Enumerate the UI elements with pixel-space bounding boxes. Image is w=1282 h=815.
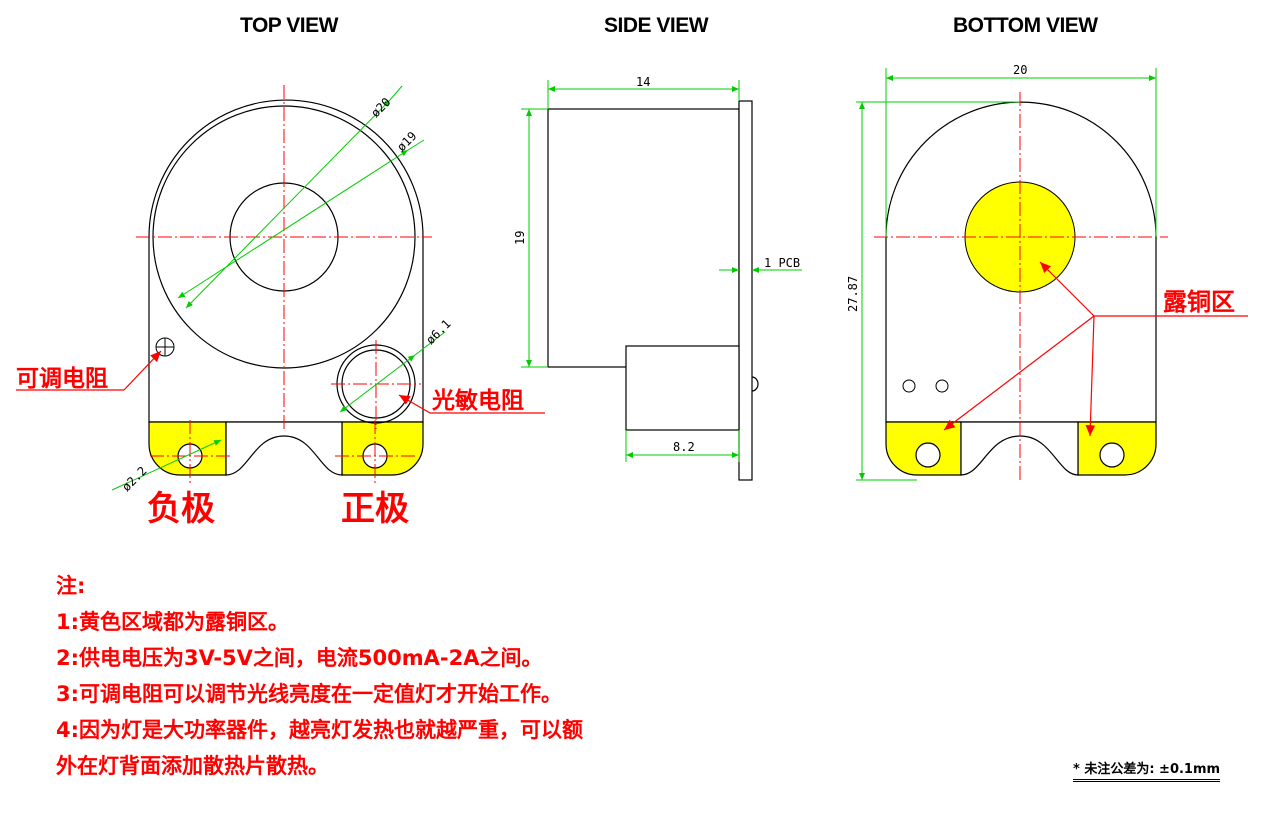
dim-w14: 14 [636, 75, 650, 89]
dim-d6-1: ø6.1 [423, 317, 453, 347]
photoresistor-label: 光敏电阻 [431, 387, 524, 414]
dim-w20: 20 [1013, 63, 1027, 77]
note-line-2: 2:供电电压为3V-5V之间，电流500mA-2A之间。 [56, 646, 543, 670]
side-pcb [738, 100, 753, 481]
side-photoresistor [625, 345, 740, 431]
top-dimensions [111, 85, 446, 491]
side-dimensions [521, 80, 802, 462]
note-line-1: 1:黄色区域都为露铜区。 [56, 610, 290, 634]
copper-label: 露铜区 [1163, 288, 1235, 316]
bottom-dimensions [856, 68, 1157, 481]
bottom-negative-hole [915, 442, 941, 468]
side-pot-knob [751, 376, 759, 392]
dim-d20: ø20 [368, 95, 393, 120]
note-line-4: 4:因为灯是大功率器件，越亮灯发热也就越严重，可以额 [56, 718, 584, 742]
top-board-outline [148, 99, 424, 423]
dim-w8-2: 8.2 [673, 440, 695, 454]
note-line-3: 3:可调电阻可以调节光线亮度在一定值灯才开始工作。 [56, 682, 563, 706]
bottom-notch [960, 421, 1079, 476]
bottom-centerlines [874, 92, 1168, 482]
notes-title: 注: [56, 574, 86, 598]
dim-d19: ø19 [394, 129, 419, 154]
top-notch [225, 421, 343, 476]
dim-h27-87: 27.87 [846, 276, 860, 312]
side-led-body [547, 108, 740, 368]
potentiometer-label: 可调电阻 [16, 366, 108, 392]
side-view: 14 19 1 PCB 8.2 [513, 75, 802, 481]
bottom-small-hole-2 [935, 379, 949, 393]
note-line-5: 外在灯背面添加散热片散热。 [56, 754, 329, 778]
copper-leaders [943, 261, 1248, 437]
bottom-positive-hole [1099, 442, 1125, 468]
dim-h19: 19 [513, 231, 527, 245]
dim-pcb: 1 PCB [764, 256, 800, 270]
positive-label: 正极 [341, 489, 409, 529]
top-view: ø20 ø19 ø6.1 ø2.2 可调电阻 光敏电阻 负极 正极 [16, 85, 545, 529]
dim-d2-2: ø2.2 [119, 464, 149, 494]
bottom-view: 20 27.87 露铜区 [846, 63, 1248, 482]
bottom-small-hole-1 [902, 379, 916, 393]
side-view-title: SIDE VIEW [604, 14, 709, 37]
bottom-view-title: BOTTOM VIEW [953, 14, 1098, 37]
notes-block: 注: 1:黄色区域都为露铜区。 2:供电电压为3V-5V之间，电流500mA-2… [56, 568, 583, 784]
top-view-title: TOP VIEW [240, 14, 338, 37]
tolerance-note: * 未注公差为: ±0.1mm [1073, 758, 1221, 782]
negative-label: 负极 [147, 489, 215, 529]
